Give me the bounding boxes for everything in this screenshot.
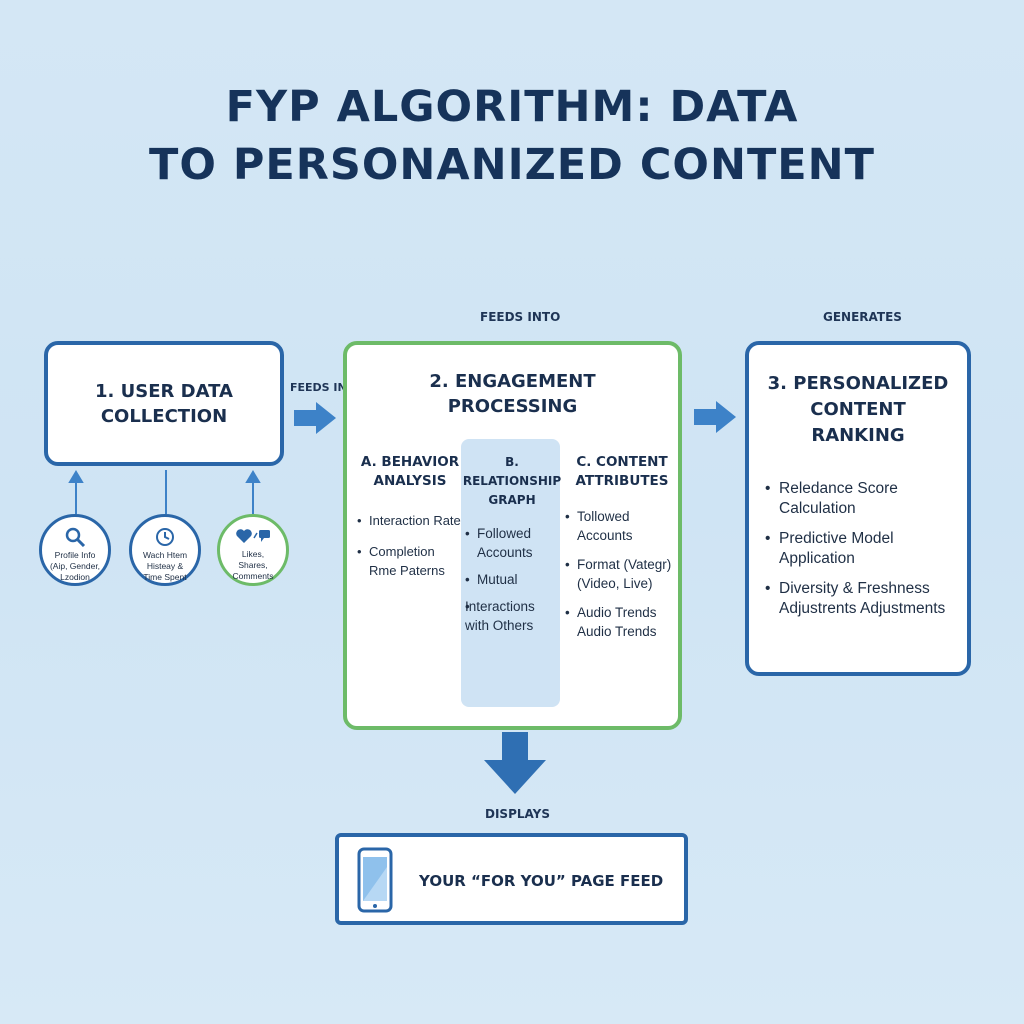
content-attributes-heading: C. CONTENT ATTRIBUTES	[575, 454, 669, 489]
smartphone-icon	[357, 847, 393, 913]
ranking-list: Reledance Score Calculation Predictive M…	[765, 479, 971, 629]
feeds-into-top-caption: FEEDS INTO	[480, 310, 561, 324]
behavior-analysis-heading: A. BEHAVIOR ANALYSIS	[360, 454, 460, 489]
list-item: Interaction Rate	[357, 511, 463, 530]
engagement-processing-title: 2. ENGAGEMENT PROCESSING	[429, 371, 596, 417]
displays-caption: DISPLAYS	[485, 807, 550, 821]
for-you-feed-label: YOUR “FOR YOU” PAGE FEED	[419, 872, 664, 890]
list-item: Reledance Score Calculation	[765, 479, 971, 519]
source-watch-history: Wach Htem Histeay & Time Spent	[129, 514, 201, 586]
list-item: Predictive Model Application	[765, 529, 971, 569]
content-attributes-column: C. CONTENT ATTRIBUTES Tollowed Accounts …	[565, 453, 679, 649]
list-item: Diversity & Freshness Adjustrents Adjust…	[765, 579, 971, 619]
source-likes-shares-label: Likes, Shares, Comments	[232, 549, 274, 581]
list-item: Followed Accounts	[465, 524, 565, 562]
title-line-2: TO PERSONANIZED CONTENT	[149, 140, 875, 190]
content-attributes-list: Tollowed Accounts Format (Vategr) (Video…	[565, 507, 679, 641]
for-you-feed-box: YOUR “FOR YOU” PAGE FEED	[335, 833, 688, 925]
source-likes-shares: Likes, Shares, Comments	[217, 514, 289, 586]
generates-caption: GENERATES	[823, 310, 902, 324]
search-icon	[65, 527, 86, 547]
relationship-graph-list: Followed Accounts Mutual Interactions wi…	[459, 524, 565, 635]
source-watch-history-label: Wach Htem Histeay & Time Spent	[142, 550, 188, 582]
list-item: Interactions with Others	[465, 597, 565, 635]
behavior-analysis-list: Interaction Rate Completion Rme Paterns	[357, 511, 463, 580]
list-item: Mutual	[465, 570, 565, 589]
source-profile-info-label: Profile Info (Aip, Gender, Lzodion	[49, 550, 101, 582]
source-profile-info: Profile Info (Aip, Gender, Lzodion	[39, 514, 111, 586]
list-item: Format (Vategr) (Video, Live)	[565, 555, 679, 593]
user-data-collection-title: 1. USER DATA COLLECTION	[95, 380, 233, 427]
list-item: Completion Rme Paterns	[357, 542, 463, 580]
relationship-graph-column: B. RELATIONSHIP GRAPH Followed Accounts …	[459, 453, 565, 643]
personalized-content-ranking-title: 3. PERSONALIZED CONTENT RANKING	[767, 373, 949, 446]
clock-icon	[156, 528, 174, 546]
arrow-down-icon	[484, 732, 546, 794]
page-title: FYP ALGORITHM: DATA TO PERSONANIZED CONT…	[0, 78, 1024, 194]
arrow-right-1-icon	[294, 402, 336, 434]
behavior-analysis-column: A. BEHAVIOR ANALYSIS Interaction Rate Co…	[357, 453, 463, 588]
list-item: Audio Trends Audio Trends	[565, 603, 679, 641]
personalized-content-ranking-box: 3. PERSONALIZED CONTENT RANKING Reledanc…	[745, 341, 971, 676]
user-data-collection-box: 1. USER DATA COLLECTION	[44, 341, 284, 466]
relationship-graph-heading: B. RELATIONSHIP GRAPH	[462, 455, 562, 507]
engagement-processing-box: 2. ENGAGEMENT PROCESSING A. BEHAVIOR ANA…	[343, 341, 682, 730]
list-item: Tollowed Accounts	[565, 507, 679, 545]
arrow-right-2-icon	[694, 401, 736, 433]
title-line-1: FYP ALGORITHM: DATA	[225, 82, 799, 132]
source-connector-lines	[68, 470, 261, 514]
heart-comment-icon	[236, 529, 270, 543]
